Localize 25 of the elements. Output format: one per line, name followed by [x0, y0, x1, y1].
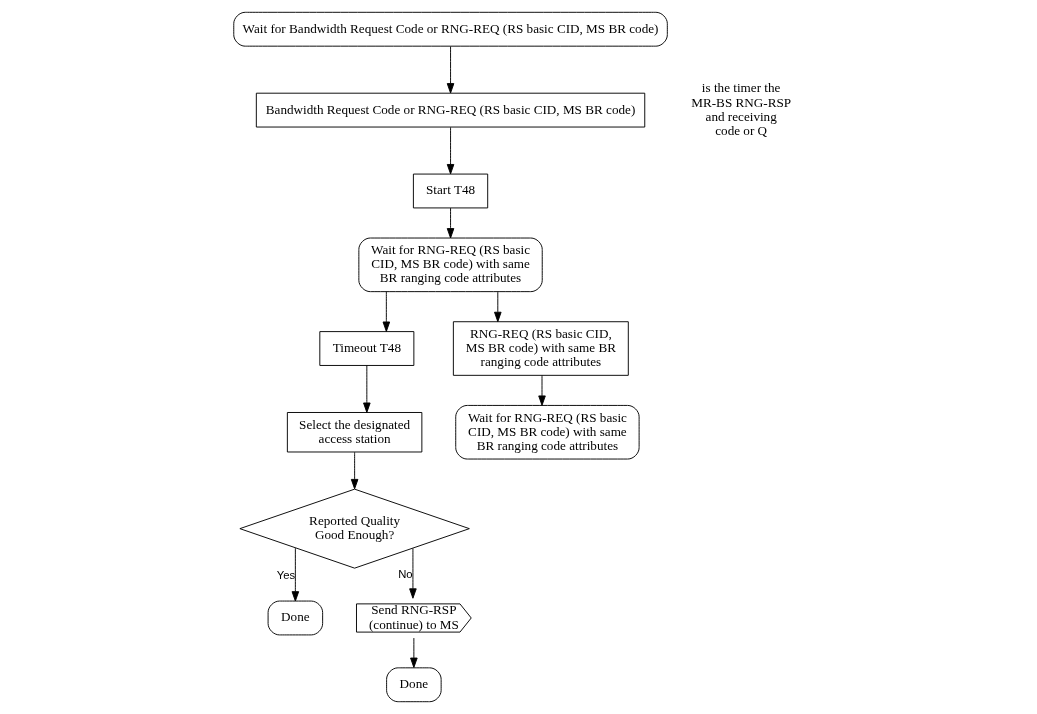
arrow	[446, 207, 455, 239]
edge-label: Yes	[276, 568, 296, 581]
arrow	[410, 637, 418, 668]
node-diamond: Reported Quality Good Enough?	[239, 488, 470, 569]
label: is the timer the MR-BS RNG-RSP and receiving code or Q	[691, 80, 792, 138]
arrow	[409, 548, 417, 599]
arrow	[363, 365, 371, 413]
node-box: Wait for Bandwidth Request Code or RNG-REQ (RS basic CID, MS BR code)	[233, 11, 668, 47]
node-box: Done	[386, 667, 442, 703]
node-box: Bandwidth Request Code or RNG-REQ (RS basic CID, MS BR code)	[255, 92, 646, 128]
arrow	[446, 126, 455, 175]
node-box: Wait for RNG-REQ (RS basic CID, MS BR code) with same BR ranging code attributes	[358, 237, 543, 293]
edge-label: No	[398, 567, 413, 580]
arrow	[538, 375, 546, 406]
arrow	[291, 547, 300, 602]
arrow	[494, 291, 502, 323]
arrow	[350, 451, 359, 490]
arrow	[382, 291, 391, 332]
node-box: RNG-REQ (RS basic CID, MS BR code) with same BR ranging code attributes	[452, 321, 629, 376]
node-box: Select the designated access station	[286, 412, 423, 453]
node-box: Done	[267, 600, 324, 636]
arrow	[446, 45, 455, 94]
node-box: Timeout T48	[319, 331, 415, 366]
node-box: Wait for RNG-REQ (RS basic CID, MS BR code) with same BR ranging code attributes	[455, 404, 640, 460]
node-box: Start T48	[412, 173, 489, 209]
